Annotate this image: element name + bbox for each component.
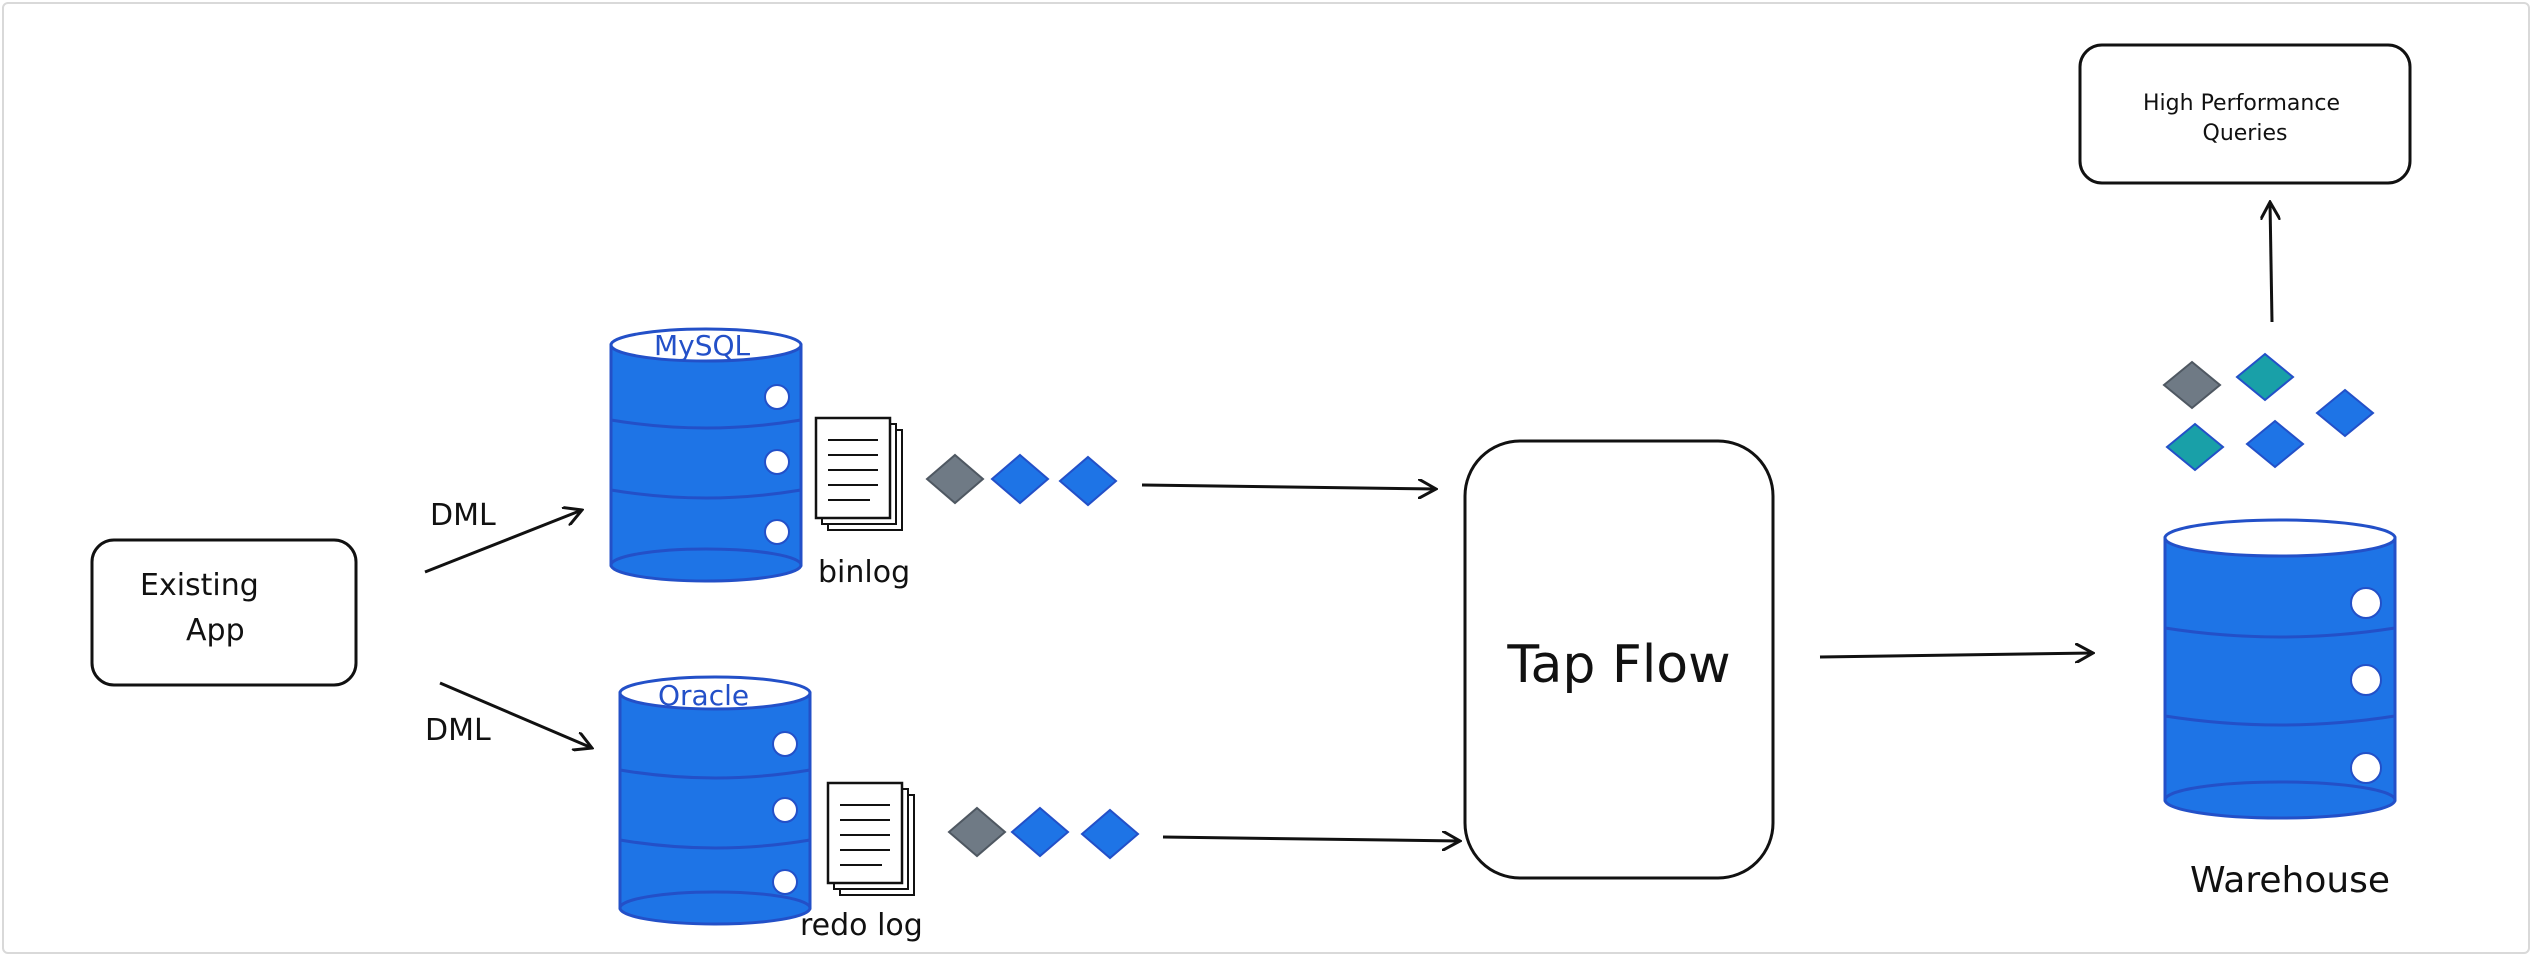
event-diamond bbox=[2315, 388, 2375, 438]
binlog-label: binlog bbox=[818, 555, 910, 590]
oracle-label: Oracle bbox=[658, 679, 749, 712]
event-diamond bbox=[925, 453, 985, 505]
event-diamond bbox=[2162, 360, 2222, 410]
event-diamond bbox=[1058, 455, 1118, 507]
mysql-database: MySQL bbox=[609, 327, 803, 583]
event-diamond bbox=[2245, 419, 2305, 469]
event-diamond bbox=[990, 453, 1050, 505]
event-diamond bbox=[2165, 422, 2225, 472]
redo-log-document-icon bbox=[826, 781, 915, 896]
redo-log-label: redo log bbox=[800, 908, 923, 943]
event-diamond bbox=[947, 806, 1007, 858]
queries-label: High Performance Queries bbox=[2143, 91, 2347, 146]
existing-app-label: Existing App bbox=[140, 568, 268, 648]
event-diamond bbox=[2235, 352, 2295, 402]
tap-flow-node: Tap Flow bbox=[1463, 439, 1775, 880]
oracle-change-events bbox=[947, 806, 1140, 860]
warehouse-database bbox=[2163, 518, 2397, 820]
warehouse-events bbox=[2162, 352, 2375, 472]
binlog-document-icon bbox=[814, 416, 903, 531]
dml-arrow-top bbox=[424, 510, 582, 574]
dml-arrow-bottom bbox=[439, 681, 592, 748]
mysql-change-events bbox=[925, 453, 1118, 507]
mysql-label: MySQL bbox=[654, 329, 751, 362]
warehouse-label: Warehouse bbox=[2190, 860, 2390, 901]
high-performance-queries-node: High Performance Queries bbox=[2078, 43, 2412, 185]
oracle-to-tapflow-arrow bbox=[1162, 837, 1460, 841]
warehouse-to-queries-arrow bbox=[2270, 202, 2272, 323]
tapflow-to-warehouse-arrow bbox=[1819, 653, 2093, 657]
dml-label-bottom: DML bbox=[425, 713, 491, 748]
existing-app-node: Existing App bbox=[90, 538, 358, 687]
oracle-database: Oracle bbox=[618, 675, 812, 926]
event-diamond bbox=[1080, 808, 1140, 860]
event-diamond bbox=[1010, 806, 1070, 858]
dml-label-top: DML bbox=[430, 498, 496, 533]
tap-flow-label: Tap Flow bbox=[1506, 635, 1730, 695]
mysql-to-tapflow-arrow bbox=[1141, 485, 1436, 489]
